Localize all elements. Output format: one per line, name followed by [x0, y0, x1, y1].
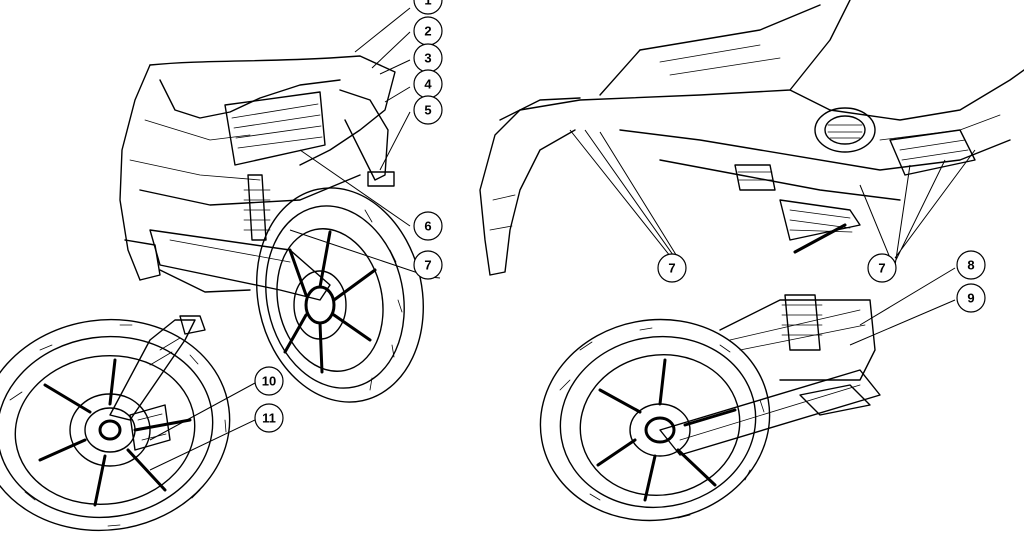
- callout-11-label: 11: [262, 411, 276, 426]
- callout-2-label: 2: [424, 24, 431, 39]
- callout-2: 2: [413, 16, 443, 46]
- callout-8-label: 8: [967, 258, 974, 273]
- callout-7-rear: 7: [413, 250, 443, 280]
- callout-6-label: 6: [424, 219, 431, 234]
- callout-4-label: 4: [424, 77, 432, 92]
- view-underside: [479, 0, 1024, 276]
- callout-7-underside-left-label: 7: [668, 261, 675, 276]
- callout-9: 9: [956, 283, 986, 313]
- callout-10: 10: [254, 366, 284, 396]
- callout-11: 11: [254, 403, 284, 433]
- view-swingarm-wheel: [539, 294, 881, 522]
- callout-4: 4: [413, 69, 443, 99]
- callout-8: 8: [956, 250, 986, 280]
- callout-7-underside-left: 7: [657, 253, 687, 283]
- callout-5-label: 5: [424, 103, 431, 118]
- callout-3: 3: [413, 43, 443, 73]
- callout-1: 1: [413, 0, 443, 15]
- callout-1-label: 1: [424, 0, 431, 8]
- callout-3-label: 3: [424, 51, 431, 66]
- callout-6: 6: [413, 211, 443, 241]
- view-front-wheel: [0, 315, 231, 532]
- callout-5: 5: [413, 95, 443, 125]
- callout-7-underside-right-label: 7: [878, 261, 885, 276]
- leader-lines: [149, 7, 976, 471]
- callout-10-label: 10: [262, 374, 276, 389]
- callout-7-underside-right: 7: [867, 253, 897, 283]
- callout-7-rear-label: 7: [424, 258, 431, 273]
- callout-9-label: 9: [967, 291, 974, 306]
- view-rear-subframe: [119, 55, 424, 403]
